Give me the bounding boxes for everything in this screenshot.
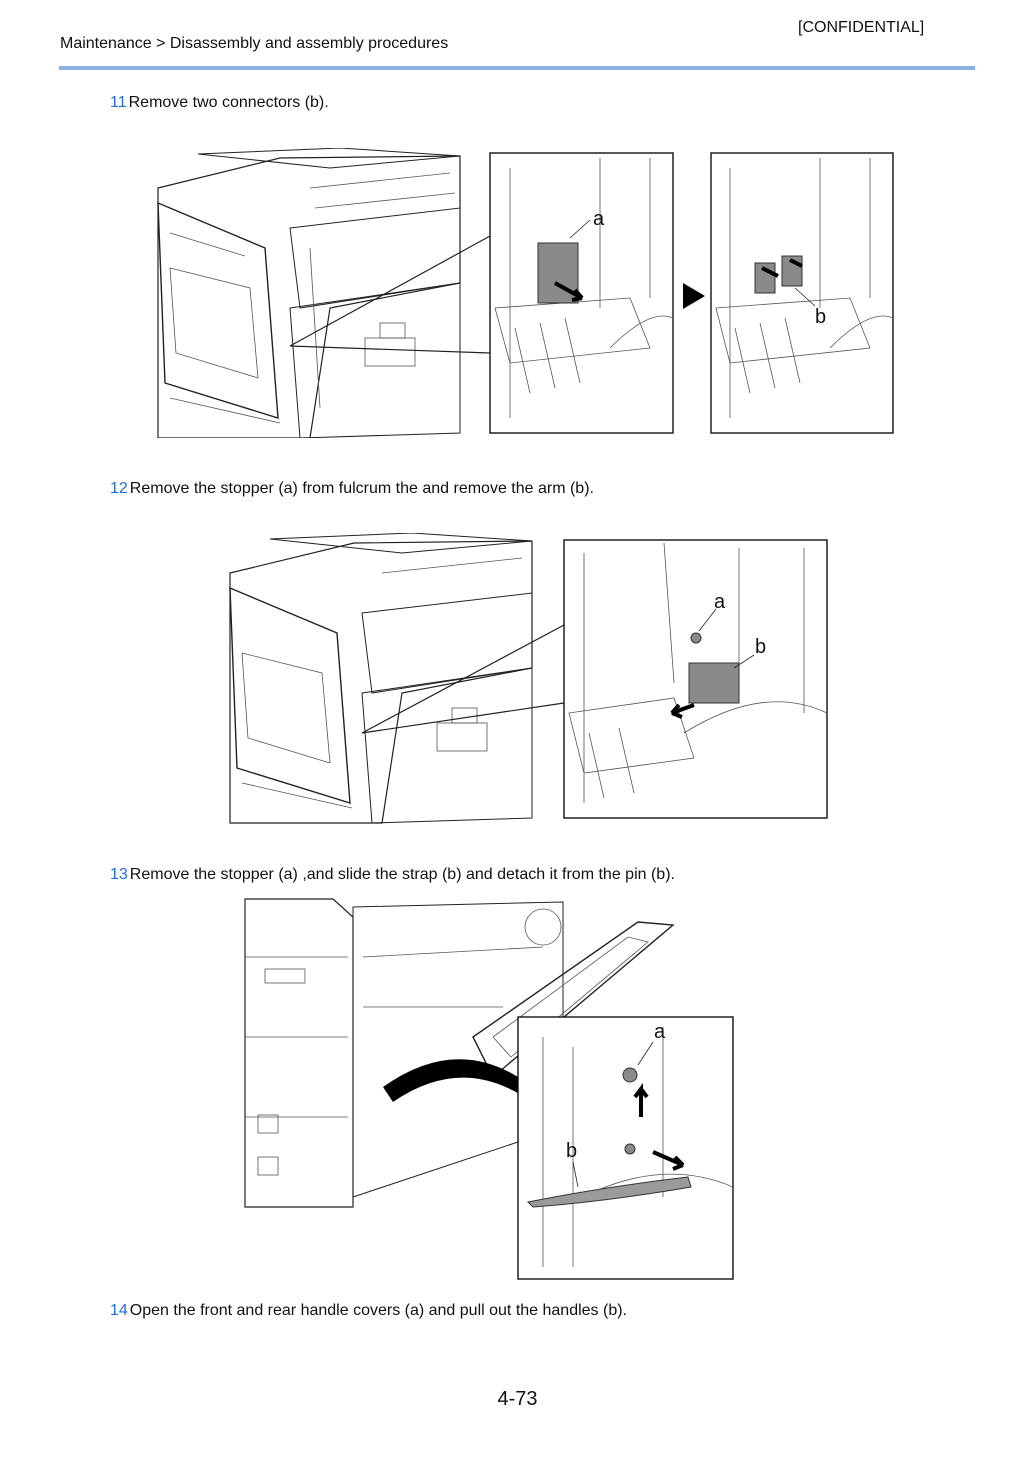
step-number: 11 [110,94,127,111]
confidential-label: [CONFIDENTIAL] [798,19,925,36]
callout-b: b [815,306,826,328]
detail-before: a [489,152,674,434]
callout-a: a [654,1021,666,1043]
step-text: Open the front and rear handle covers (a… [129,1302,627,1319]
detail-after: b [710,152,894,434]
sequence-arrow-icon [683,283,705,309]
machine-illustration [229,533,565,824]
breadcrumb: Maintenance > Disassembly and assembly p… [60,35,449,52]
page-number: 4-73 [497,1388,538,1410]
step-number: 14 [110,1302,128,1319]
step-text: Remove the stopper (a) ,and slide the st… [129,866,675,883]
step-text: Remove two connectors (b). [128,94,329,111]
figure-step-11: a b [150,148,895,438]
callout-b: b [755,636,766,658]
step-text: Remove the stopper (a) from fulcrum the … [129,480,594,497]
callout-b: b [566,1140,577,1162]
figure-step-12: a b [224,533,830,825]
detail-view: a b [517,1016,734,1280]
callout-a: a [593,208,605,230]
detail-view: a b [563,539,828,819]
callout-a: a [714,591,726,613]
figure-step-13: a b [243,897,738,1283]
step-number: 13 [110,866,128,883]
machine-illustration [157,148,491,438]
header-divider [59,66,975,70]
step-number: 12 [110,480,128,497]
machine-illustration [244,898,675,1208]
